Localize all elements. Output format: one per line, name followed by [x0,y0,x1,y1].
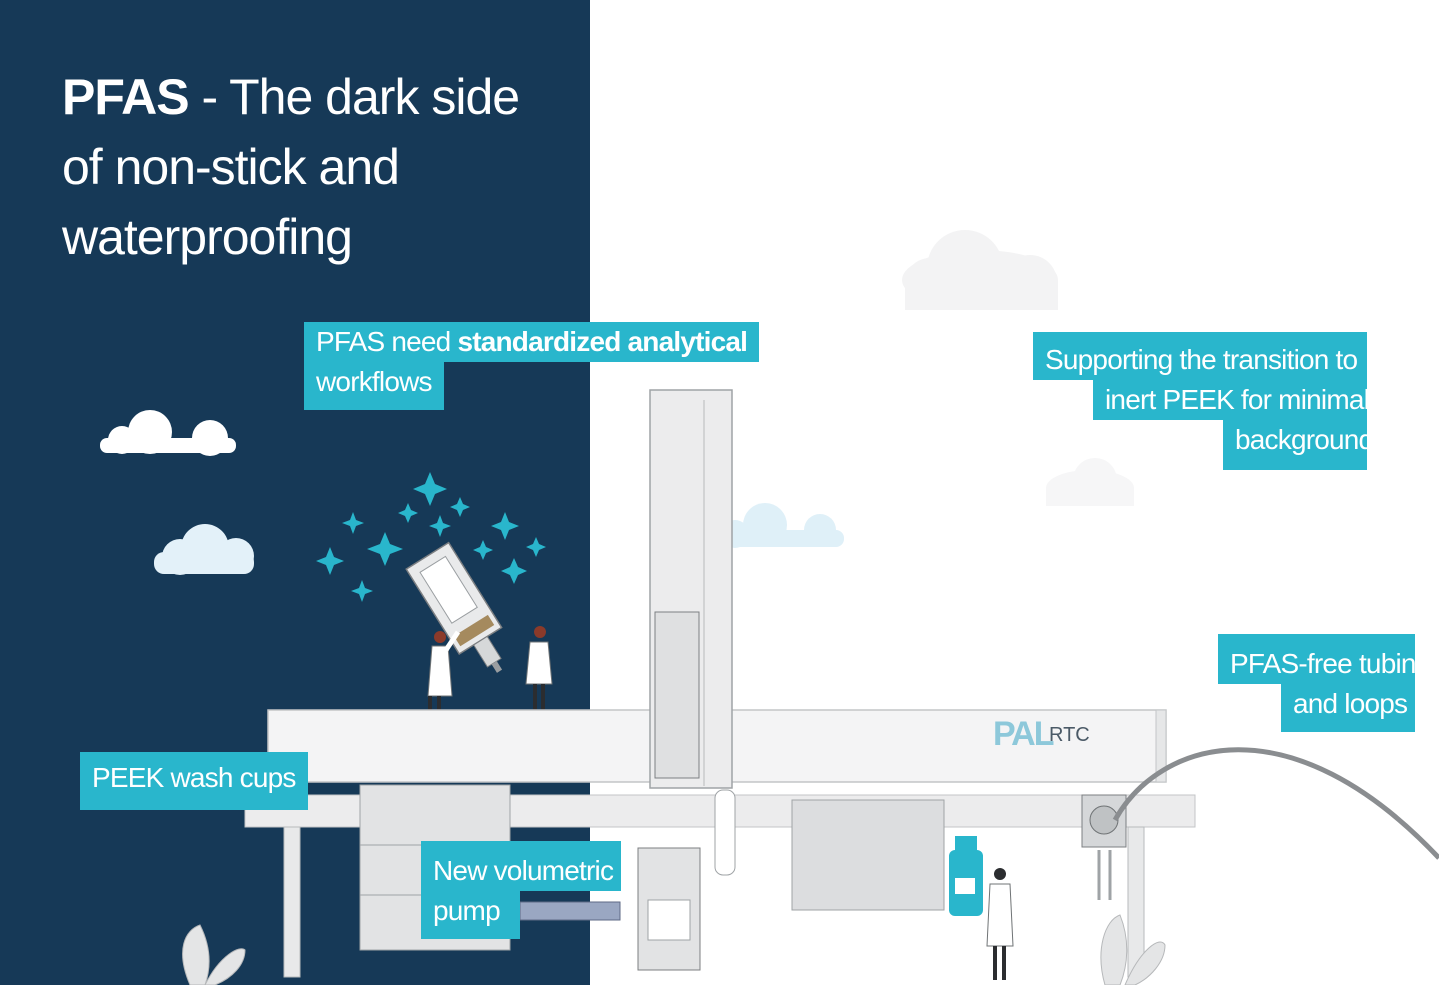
callout-peek-wash-cups: PEEK wash cups [80,752,308,810]
callout-text: New volumetric [421,841,621,891]
rtc-label: RTC [1049,724,1090,746]
cloud-icon [902,230,1058,310]
callout-text: workflows [304,362,444,410]
pal-rtc-instrument [244,389,1439,978]
callout-text: PFAS-free tubing [1218,634,1431,684]
callout-text: and loops [1281,684,1415,732]
callout-text: Supporting the transition to [1033,332,1367,380]
cloud-icon [100,410,236,456]
vial-icon [949,836,983,916]
cloud-icon [154,524,254,575]
scientist-figure [525,626,553,712]
callout-bold-text: standardized analytical [457,326,748,357]
callout-text: pump [421,891,520,939]
title-bold: PFAS [62,69,190,125]
callout-text: background [1223,420,1374,470]
cloud-icon [1046,458,1134,506]
scientist-figure [427,630,461,714]
title-rest: - The dark side [188,69,520,125]
page-title: PFAS - The dark side of non-stick and wa… [62,62,562,272]
callout-text: PFAS need [316,326,458,357]
sparkle-icons [316,472,546,602]
callout-text: inert PEEK for minimal [1093,380,1370,420]
title-line-3: waterproofing [62,209,353,265]
scientist-figure [986,868,1014,980]
title-line-2: of non-stick and [62,139,400,195]
plant-icon [182,914,1166,985]
cloud-icon [708,503,844,548]
telescope-module [405,541,503,673]
pal-logo: PAL [993,715,1054,753]
